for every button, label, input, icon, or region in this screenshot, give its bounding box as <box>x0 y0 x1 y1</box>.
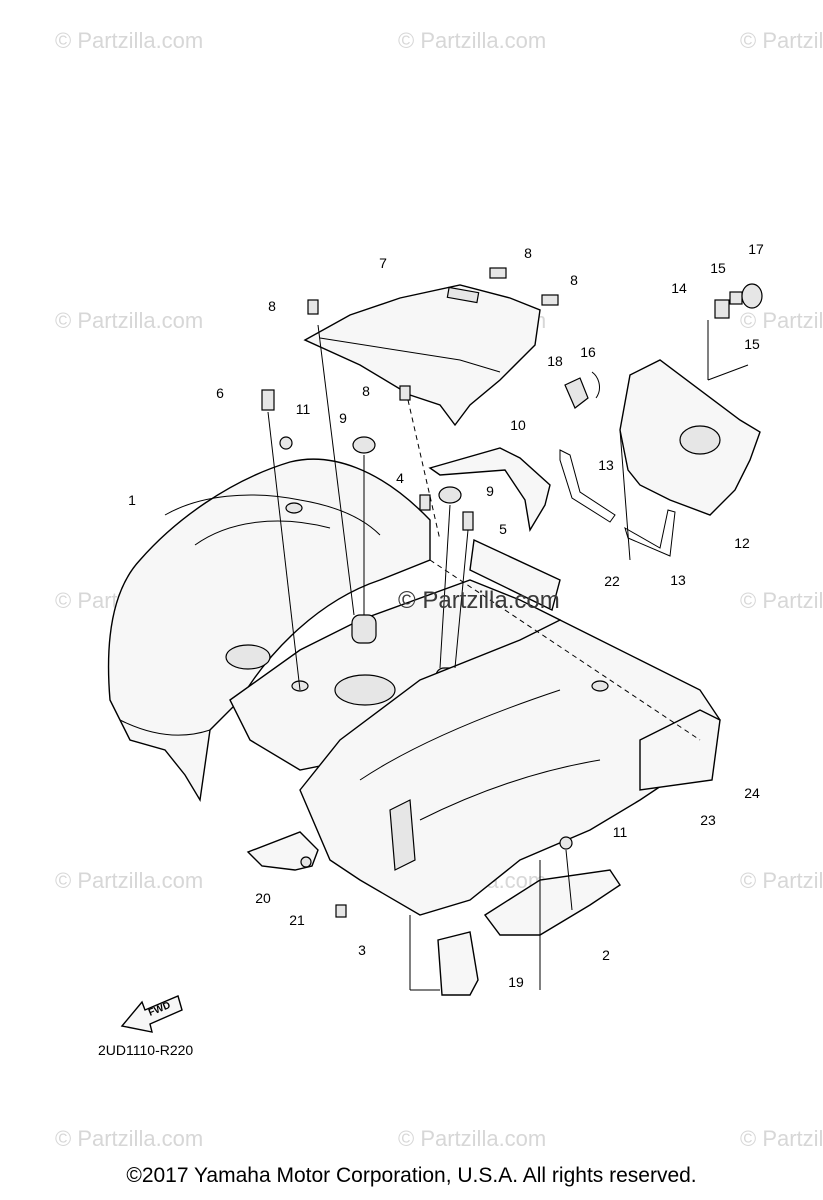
part-13-strap <box>559 449 616 523</box>
watermark: © Partzilla.com <box>398 28 546 53</box>
part-10-bracket <box>428 447 551 532</box>
callout-layer: 1234567888899101111121313141515161718192… <box>128 241 764 990</box>
reference-lines <box>267 320 749 991</box>
part-front-fender <box>107 458 431 803</box>
part-22-stay <box>469 538 561 612</box>
watermark: © Partzilla.com <box>398 1126 546 1151</box>
fwd-arrow: FWD <box>120 995 183 1033</box>
callout-label: 4 <box>396 470 404 486</box>
watermark: © Partzilla.com <box>740 588 823 613</box>
callout-label: 23 <box>700 812 716 828</box>
callout-label: 3 <box>358 942 366 958</box>
callout-label: 13 <box>670 572 686 588</box>
watermark: © Partzilla.com <box>740 1126 823 1151</box>
part-13-strap <box>624 509 676 557</box>
callout-label: 22 <box>604 573 620 589</box>
callout-label: 14 <box>671 280 687 296</box>
part-center-cover <box>303 284 541 427</box>
callout-label: 15 <box>744 336 760 352</box>
callout-label: 2 <box>602 947 610 963</box>
copyright-notice: ©2017 Yamaha Motor Corporation, U.S.A. A… <box>126 1164 697 1187</box>
callout-label: 21 <box>289 912 305 928</box>
callout-label: 18 <box>547 353 563 369</box>
part-20-bracket <box>246 831 319 871</box>
part-19-bracket <box>437 931 479 996</box>
part-3-clip <box>335 904 347 918</box>
callout-label: 13 <box>598 457 614 473</box>
part-12-storage-box <box>619 359 761 516</box>
watermark: © Partzilla.com <box>55 868 203 893</box>
watermark-center: © Partzilla.com <box>398 587 560 614</box>
callout-label: 5 <box>499 521 507 537</box>
screws-8 <box>307 267 559 401</box>
watermark: © Partzilla.com <box>740 308 823 333</box>
callout-label: 16 <box>580 344 596 360</box>
callout-label: 11 <box>296 401 311 417</box>
diagram-code: 2UD1110-R220 <box>98 1042 193 1058</box>
callout-label: 9 <box>339 410 347 426</box>
callout-label: 7 <box>379 255 387 271</box>
part-rear-fender <box>299 619 721 916</box>
callout-label: 20 <box>255 890 271 906</box>
part-lower-panel <box>483 869 621 936</box>
callout-label: 10 <box>510 417 526 433</box>
callout-label: 1 <box>128 492 136 508</box>
watermark: © Partzilla.com <box>740 868 823 893</box>
callout-label: 8 <box>362 383 370 399</box>
part-center-frame <box>229 579 562 771</box>
watermark: © Partzilla.com <box>740 28 823 53</box>
callout-label: 6 <box>216 385 224 401</box>
callout-label: 15 <box>710 260 726 276</box>
callout-label: 11 <box>613 824 628 840</box>
callout-label: 8 <box>570 272 578 288</box>
small-parts-14-18 <box>564 283 763 409</box>
callout-label: 19 <box>508 974 524 990</box>
watermark: © Partzilla.com <box>55 1126 203 1151</box>
callout-label: 12 <box>734 535 750 551</box>
watermark: © Partzilla.com <box>55 308 203 333</box>
callout-label: 8 <box>524 245 532 261</box>
callout-label: 8 <box>268 298 276 314</box>
callout-label: 24 <box>744 785 760 801</box>
callout-label: 9 <box>486 483 494 499</box>
watermark: © Partzilla.com <box>55 28 203 53</box>
callout-label: 17 <box>748 241 764 257</box>
